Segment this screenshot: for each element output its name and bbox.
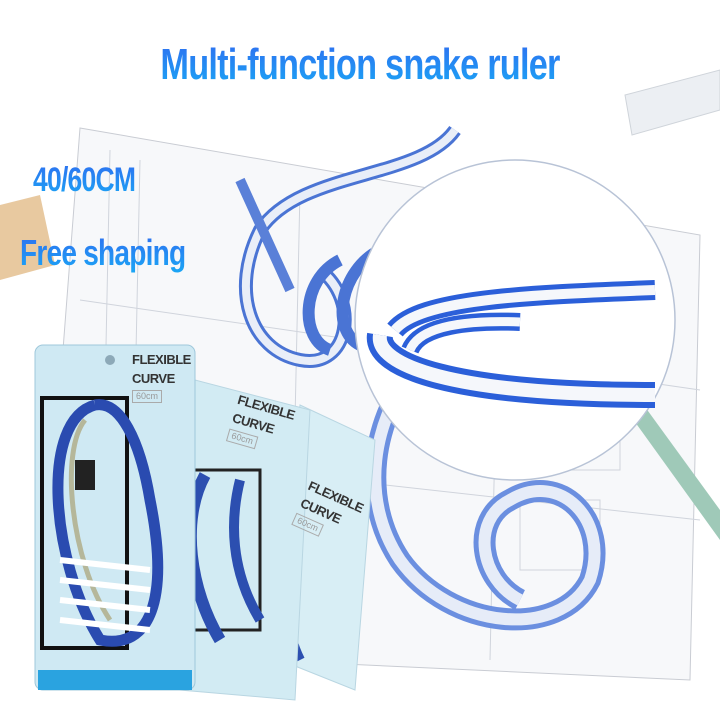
package-label: FLEXIBLE CURVE 60cm [132, 352, 191, 403]
package-size: 60cm [132, 390, 163, 403]
straight-ruler [624, 69, 720, 136]
package-name: CURVE [132, 371, 175, 386]
pencil [630, 400, 720, 540]
package-1 [34, 344, 196, 691]
snake-ruler-background [235, 125, 606, 631]
snake-ruler-detail [366, 280, 656, 408]
eraser [0, 195, 55, 280]
feature-label: Free shaping [20, 232, 186, 273]
length-label: 40/60CM [33, 161, 136, 199]
package-name: FLEXIBLE [132, 352, 191, 367]
page-title: Multi-function snake ruler [79, 40, 641, 90]
